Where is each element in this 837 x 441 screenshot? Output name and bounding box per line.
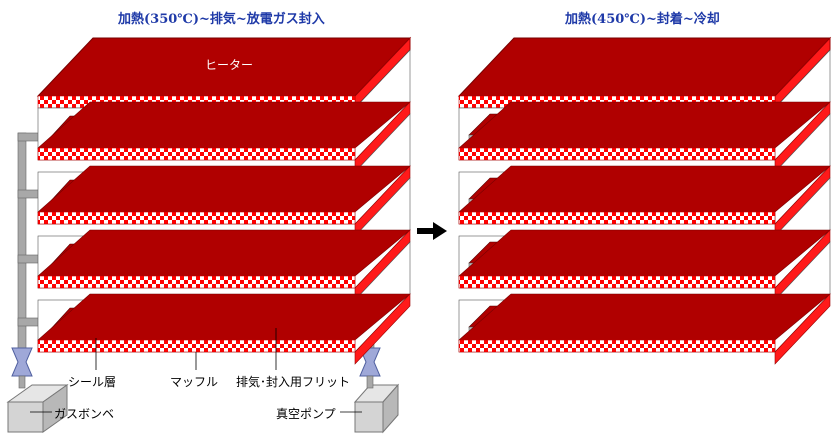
seal-layer-label: シール層: [68, 375, 117, 389]
right-top-heater: [457, 36, 832, 110]
gas-cylinder-label: ガスボンベ: [54, 407, 115, 421]
exhaust-frit-label: 排気･封入用フリット: [236, 375, 351, 389]
vacuum-pump-label: 真空ポンプ: [276, 407, 336, 421]
left-top-heater: [36, 36, 412, 110]
muffle-label: マッフル: [170, 375, 219, 389]
right-title: 加熱(450℃)~封着~冷却: [565, 12, 720, 27]
gas-cylinder: [6, 384, 69, 433]
left-shelves: [37, 49, 411, 365]
right-shelves: [458, 49, 831, 365]
left-stack: [6, 36, 412, 434]
heater-label: ヒーター: [205, 58, 254, 72]
vacuum-pump-box: [353, 383, 400, 434]
right-stack: [457, 36, 832, 365]
left-title: 加熱(350℃)~排気~放電ガス封入: [118, 12, 325, 27]
right-arrow-icon: [417, 222, 447, 240]
valve-icon: [11, 347, 381, 389]
